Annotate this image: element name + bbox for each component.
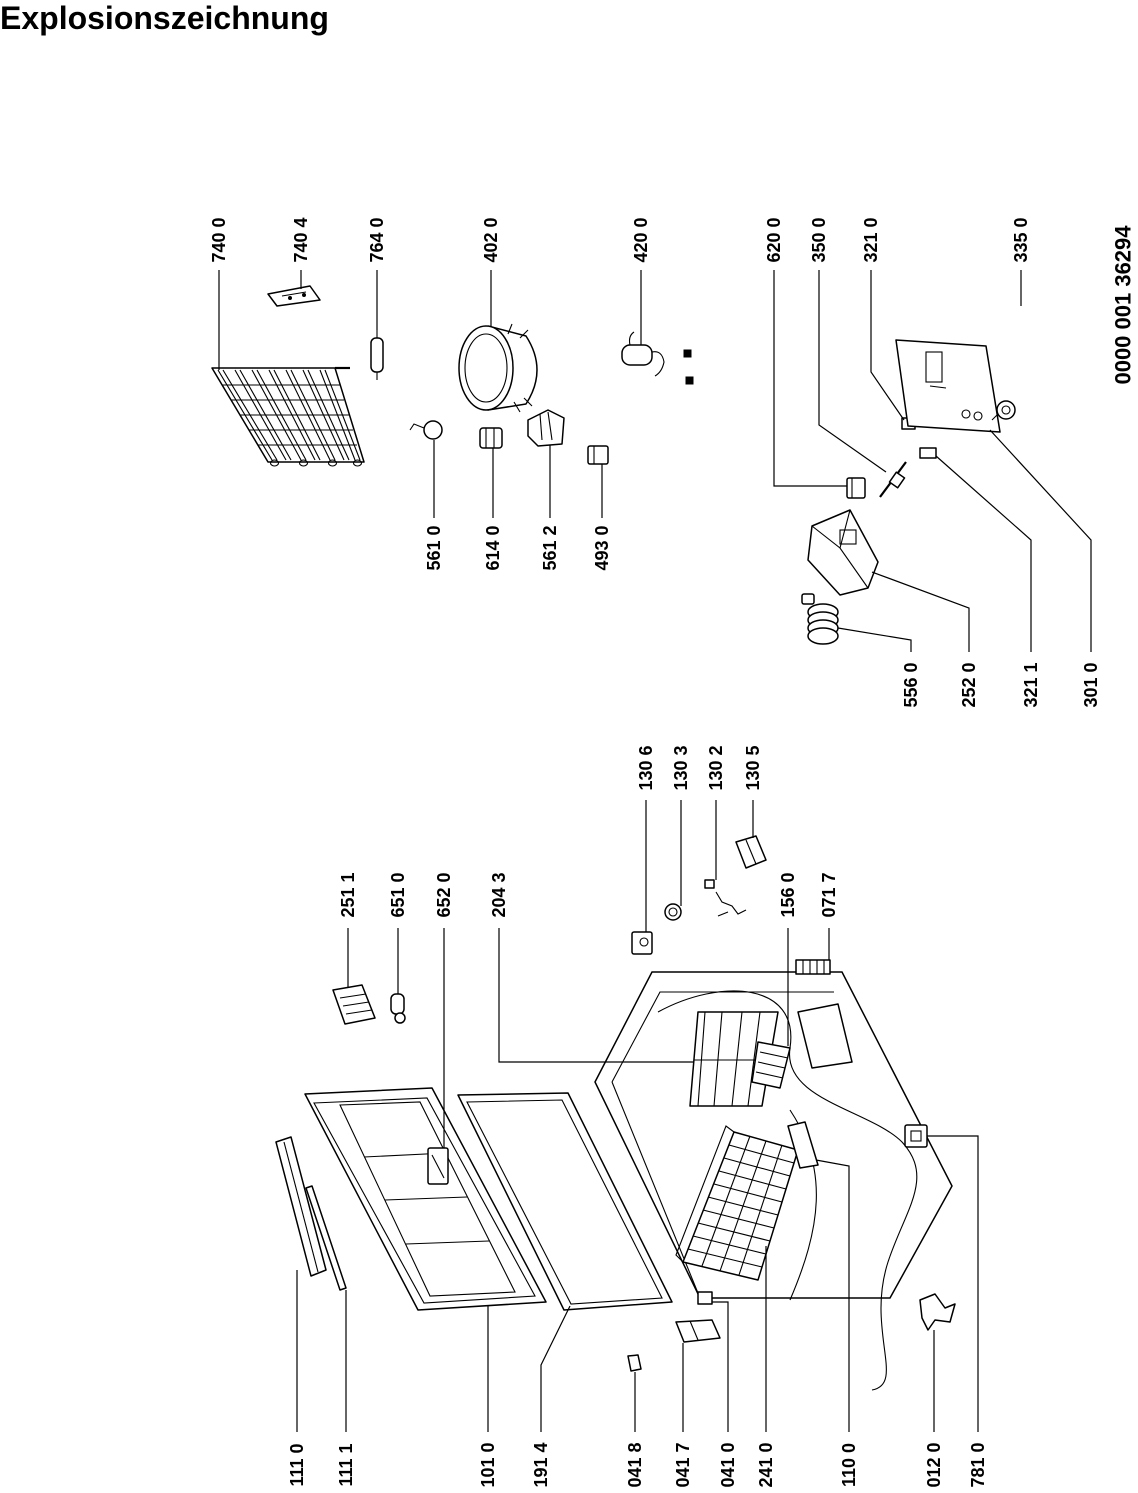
part-label-321-0: 321 0 [861,217,881,262]
hinge [697,1291,713,1305]
drain-hose [664,903,682,921]
part-label-130-5: 130 5 [743,745,763,790]
part-label-041-0: 041 0 [718,1442,738,1487]
overload-protector [409,420,443,440]
lid-gasket [457,1092,673,1311]
part-label-321-1: 321 1 [1021,662,1041,707]
drain-cap [735,835,767,869]
part-label-651-0: 651 0 [388,872,408,917]
part-label-071-7: 071 7 [819,872,839,917]
leader-line-191-4 [540,1305,571,1432]
leader-line-350-0 [818,270,887,473]
part-label-652-0: 652 0 [434,872,454,917]
drain-plug [631,931,653,955]
thermostat-housing [807,509,879,596]
part-label-191-4: 191 4 [531,1442,551,1487]
terminal-cover [479,427,503,449]
part-label-130-3: 130 3 [671,745,691,790]
part-label-241-0: 241 0 [756,1442,776,1487]
start-relay [527,409,565,447]
filter-drier [370,330,384,380]
hinge-cover [675,1319,721,1343]
part-label-251-1: 251 1 [338,872,358,917]
part-label-561-0: 561 0 [424,525,444,570]
thermostat-knob [991,400,1016,421]
page-title: Explosionszeichnung [0,0,329,36]
part-label-130-6: 130 6 [636,745,656,790]
leader-line-252-0 [871,571,970,652]
vent-grille [751,1041,791,1089]
leader-line-321-1 [935,455,1032,652]
start-capacitor [621,331,665,377]
leader-line-781-0 [927,1135,979,1432]
part-label-156-0: 156 0 [778,872,798,917]
part-label-041-7: 041 7 [673,1442,693,1487]
lid-strip [305,1185,347,1291]
part-label-252-0: 252 0 [959,662,979,707]
part-label-012-0: 012 0 [924,1442,944,1487]
part-label-781-0: 781 0 [968,1442,988,1487]
lamp-cover [332,984,376,1025]
condenser-bracket [267,285,321,307]
freezer-lid [304,1087,547,1311]
rear-grille [795,959,831,975]
grommet-2 [685,376,694,385]
part-label-111-1: 111 1 [336,1443,356,1486]
part-label-204-3: 204 3 [489,872,509,917]
drain-wire [704,879,747,917]
lid-lamp-housing [427,1147,449,1185]
part-labels: 111 0 111 1 101 0 191 4 041 8 041 7 041 … [209,217,1136,1487]
lock-plate [904,1124,928,1148]
part-label-111-0: 111 0 [287,1443,307,1486]
part-label-110-0: 110 0 [839,1443,859,1487]
lamp-bulb [390,993,406,1024]
thermostat [801,593,839,645]
thermostat-sensor [879,461,907,498]
part-label-620-0: 620 0 [764,217,784,262]
part-label-764-0: 764 0 [367,217,387,262]
leader-line-321-0 [870,270,905,421]
part-label-350-0: 350 0 [809,217,829,262]
part-label-402-0: 402 0 [481,217,501,262]
compressor [458,323,538,413]
leader-line-204-3 [498,928,694,1063]
part-label-493-0: 493 0 [592,525,612,570]
part-label-561-2: 561 2 [540,525,560,570]
leader-line-041-0 [712,1301,729,1432]
control-panel [895,339,1001,433]
part-label-740-4: 740 4 [291,217,311,262]
leader-line-301-0 [989,429,1092,652]
part-label-041-8: 041 8 [625,1442,645,1487]
wire-basket [675,1125,799,1281]
part-label-101-0: 101 0 [478,1442,498,1487]
hinge-cap [627,1354,642,1372]
leader-line-556-0 [837,627,912,652]
indicator-lamp-2 [919,447,937,459]
mounting-bracket [919,1293,956,1331]
lamp-switch [846,477,866,499]
part-label-335-0: 335 0 [1011,217,1031,262]
drain-channel [787,1121,819,1169]
part-label-556-0: 556 0 [901,662,921,707]
part-label-130-2: 130 2 [706,745,726,790]
part-label-740-0: 740 0 [209,217,229,262]
condenser-coil [211,366,365,467]
clip [587,445,609,465]
document-number: 0000 001 36294 [1111,225,1136,385]
leader-line-110-0 [815,1159,850,1432]
part-label-301-0: 301 0 [1081,662,1101,707]
part-label-614-0: 614 0 [483,525,503,570]
part-label-420-0: 420 0 [631,217,651,262]
leader-line-620-0 [773,270,847,487]
grommet-1 [683,349,692,358]
leader-lines [218,270,1092,1432]
lid-rail [275,1136,327,1277]
